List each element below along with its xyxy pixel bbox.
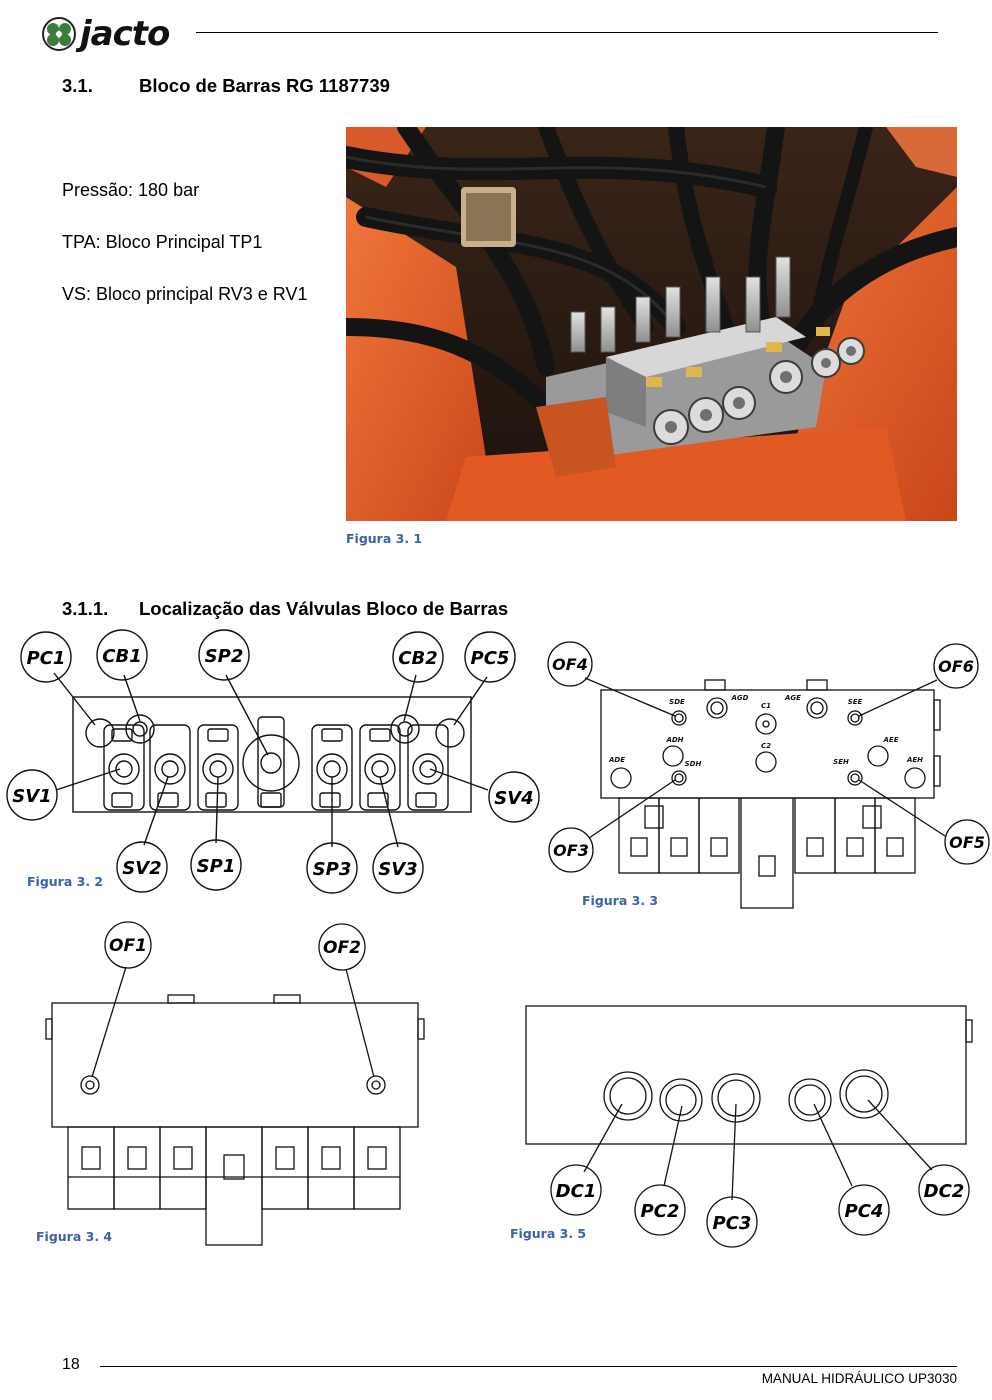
section-number: 3.1. (62, 75, 93, 96)
label-SP2: SP2 (205, 646, 244, 667)
label-OF3: OF3 (553, 841, 589, 860)
port-label: C2 (761, 742, 771, 750)
subsection-title: Localização das Válvulas Bloco de Barras (139, 598, 509, 619)
port-label: C1 (761, 702, 771, 710)
port-label: SDE (669, 698, 685, 706)
label-PC5: PC5 (471, 648, 510, 669)
footer-rule (100, 1366, 957, 1367)
brand-wordmark: jacto (80, 14, 170, 54)
port-label: AGE (784, 694, 801, 702)
label-SV1: SV1 (12, 786, 51, 807)
header-rule (196, 32, 938, 33)
port-label: AEH (906, 756, 923, 764)
clover-icon (42, 17, 76, 51)
label-OF4: OF4 (552, 655, 588, 674)
label-OF1: OF1 (109, 936, 147, 956)
figure-caption-3-1: Figura 3. 1 (346, 531, 423, 546)
label-SP3: SP3 (313, 859, 352, 880)
label-DC2: DC2 (924, 1181, 965, 1202)
port-label: SEH (833, 758, 849, 766)
section-title: Bloco de Barras RG 1187739 (139, 75, 390, 96)
label-OF5: OF5 (949, 833, 985, 852)
label-PC1: PC1 (27, 648, 66, 669)
label-CB2: CB2 (398, 648, 437, 669)
section-heading: 3.1. Bloco de Barras RG 1187739 (62, 75, 390, 97)
figure-3-2-diagram: PC1 CB1 SP2 CB2 PC5 SV1 SV4 SV2 SP1 SP3 … (0, 625, 545, 900)
spec-tpa: TPA: Bloco Principal TP1 (62, 232, 263, 252)
label-SP1: SP1 (197, 856, 236, 877)
figure-3-4-diagram: OF1 OF2 (30, 915, 440, 1250)
port-label: SDH (685, 760, 702, 768)
label-CB1: CB1 (102, 646, 141, 667)
port-label: AGD (731, 694, 749, 702)
figure-caption-3-4: Figura 3. 4 (36, 1229, 113, 1244)
label-SV4: SV4 (494, 788, 533, 809)
label-OF6: OF6 (938, 657, 974, 676)
port-label: ADH (665, 736, 683, 744)
port-label: SEE (848, 698, 863, 706)
figure-3-3-diagram: SDE AGD C1 AGE SEE ADH AEE C2 ADE SDH SE… (545, 638, 992, 913)
label-SV3: SV3 (378, 859, 417, 880)
figure-caption-3-5: Figura 3. 5 (510, 1226, 587, 1241)
spec-vs: VS: Bloco principal RV3 e RV1 (62, 284, 308, 304)
label-PC4: PC4 (845, 1201, 884, 1222)
jacto-logo: jacto (42, 14, 170, 54)
subsection-heading: 3.1.1. Localização das Válvulas Bloco de … (62, 598, 508, 620)
page-number: 18 (62, 1356, 80, 1373)
figure-caption-3-3: Figura 3. 3 (582, 893, 659, 908)
figure-caption-3-2: Figura 3. 2 (27, 874, 104, 889)
hydraulic-block-photo (346, 127, 957, 521)
figure-3-5-diagram: DC1 PC2 PC3 PC4 DC2 (518, 1000, 988, 1255)
label-PC3: PC3 (713, 1213, 752, 1234)
port-label: AEE (883, 736, 899, 744)
manual-title: MANUAL HIDRÁULICO UP3030 (761, 1371, 957, 1386)
label-SV2: SV2 (122, 858, 161, 879)
label-PC2: PC2 (641, 1201, 680, 1222)
label-OF2: OF2 (323, 938, 361, 958)
port-label: ADE (608, 756, 625, 764)
subsection-number: 3.1.1. (62, 598, 109, 619)
label-DC1: DC1 (556, 1181, 597, 1202)
spec-pressure: Pressão: 180 bar (62, 180, 200, 200)
